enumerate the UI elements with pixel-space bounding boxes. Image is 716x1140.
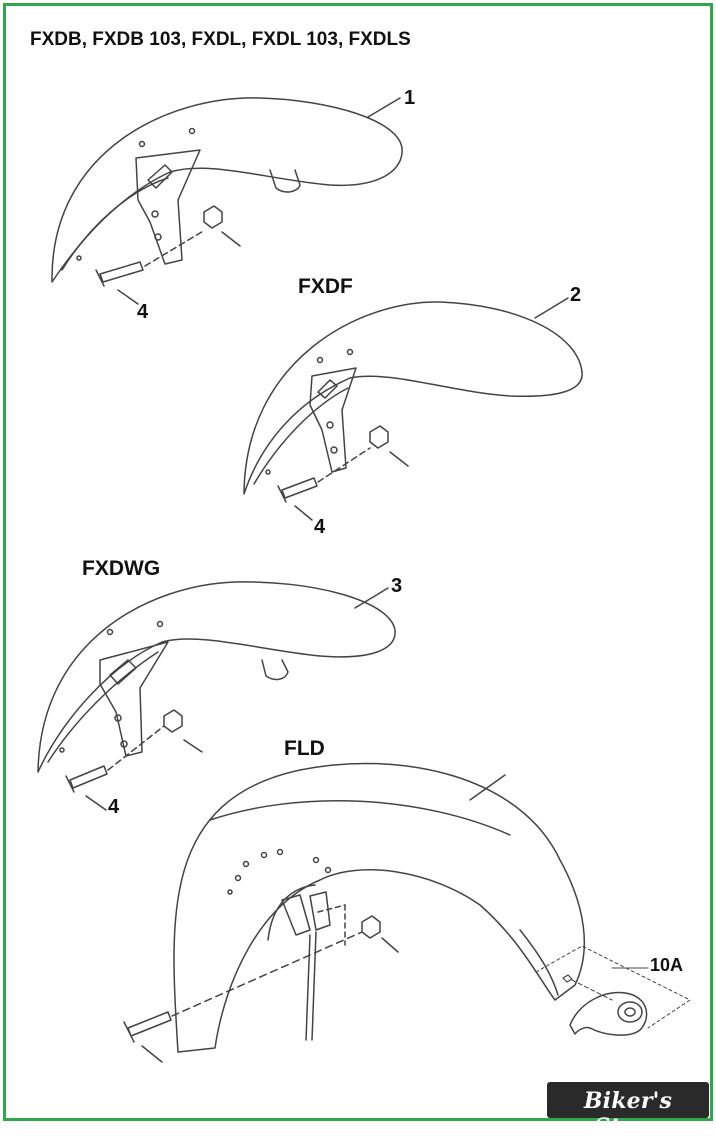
page-title: FXDB, FXDB 103, FXDL, FXDL 103, FXDLS xyxy=(30,29,411,50)
fender-2-outline xyxy=(243,301,583,495)
callout-10a: 10A xyxy=(650,955,684,975)
diagram-frame xyxy=(3,3,713,1121)
fender-1-outline xyxy=(51,97,403,283)
callout-1: 1 xyxy=(404,87,416,109)
callout-4-a: 4 xyxy=(137,301,149,323)
fender-3-bolt xyxy=(65,765,108,793)
section-label-fxdwg: FXDWG xyxy=(82,557,161,580)
callout-4-c: 4 xyxy=(108,796,120,818)
fender-1-inner-edge xyxy=(61,177,169,271)
fender-3-bracket xyxy=(99,641,169,757)
fender-2-nut xyxy=(369,425,389,449)
part-10a-trim xyxy=(569,991,648,1036)
fender-1-bracket xyxy=(135,149,201,265)
fender-3 xyxy=(37,581,396,811)
callout-4-b: 4 xyxy=(314,516,326,538)
fender-fld-outline xyxy=(173,762,585,1053)
fender-fld-nut xyxy=(361,915,381,939)
fender-3-nut xyxy=(163,709,183,733)
fender-2 xyxy=(243,297,583,521)
fender-2-bracket xyxy=(309,367,357,473)
fender-3-outline xyxy=(37,581,396,773)
part-10a-box xyxy=(535,945,691,1029)
part-10a xyxy=(535,945,691,1036)
brand-watermark-text: Biker's Store xyxy=(583,1088,673,1140)
fender-1 xyxy=(51,97,403,305)
callout-2: 2 xyxy=(570,284,582,306)
fender-1-nut xyxy=(203,205,223,229)
brand-watermark: Biker's Store xyxy=(547,1082,709,1140)
fender-fld xyxy=(123,762,585,1063)
fender-2-bolt xyxy=(277,477,318,503)
callout-3: 3 xyxy=(391,575,403,597)
section-label-fld: FLD xyxy=(284,737,325,760)
section-label-fxdf: FXDF xyxy=(298,275,353,298)
fender-fld-bolt xyxy=(123,1011,172,1043)
fender-1-bolt xyxy=(95,261,144,287)
fender-fld-bracket xyxy=(281,894,311,936)
